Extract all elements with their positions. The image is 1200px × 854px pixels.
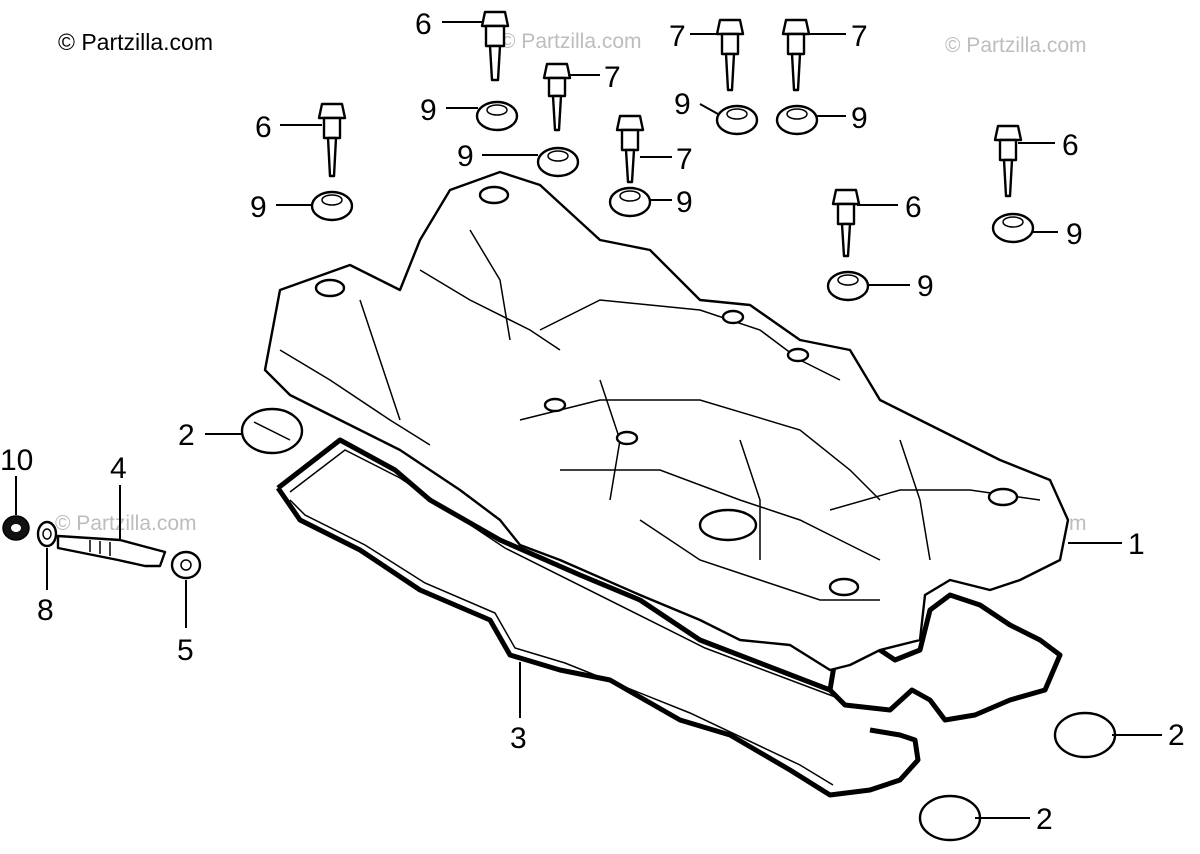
washer-8 [36, 520, 58, 548]
watermark-left: © Partzilla.com [55, 512, 197, 535]
plug-left [240, 407, 304, 455]
callout-6-mid: 6 [905, 191, 922, 224]
callout-9-b: 9 [457, 140, 474, 173]
callout-9-h: 9 [917, 270, 934, 303]
callout-5: 5 [177, 634, 194, 667]
callout-4: 4 [110, 452, 127, 485]
leader-lines [15, 21, 1162, 819]
callout-3: 3 [510, 722, 527, 755]
head-cover-gasket [275, 437, 1063, 798]
callout-9-f: 9 [676, 186, 693, 219]
callout-8: 8 [37, 594, 54, 627]
callout-9-a: 9 [420, 94, 437, 127]
bolt-7-d [615, 114, 645, 184]
washer-9-h [826, 270, 870, 302]
washer-9-b [536, 146, 580, 178]
callout-labels: 1 2 2 2 3 4 5 8 10 6 6 6 6 7 7 7 7 9 9 9… [0, 8, 1185, 836]
plug-bottom [918, 794, 982, 842]
bolt-7-b [715, 18, 745, 92]
washer-9-c [715, 104, 759, 136]
callout-10: 10 [0, 444, 33, 477]
washer-9-f [608, 186, 652, 218]
watermark-top-right: © Partzilla.com [945, 34, 1087, 57]
washer-9-a [475, 100, 519, 132]
nut-10 [2, 515, 30, 541]
watermark-top-center: © Partzilla.com [500, 30, 642, 53]
washer-9-d [775, 104, 819, 136]
callout-2-left: 2 [178, 419, 195, 452]
callout-6-top: 6 [415, 8, 432, 41]
watermark-main: © Partzilla.com [58, 29, 213, 55]
callout-9-d: 9 [851, 102, 868, 135]
cylinder-head-cover [263, 170, 1070, 672]
callout-1: 1 [1128, 528, 1145, 561]
callout-2-right: 2 [1168, 719, 1185, 752]
bolt-6-a [480, 10, 510, 82]
plug-right [1053, 711, 1117, 759]
washer-9-e [310, 190, 354, 222]
callout-2-bottom: 2 [1036, 803, 1053, 836]
bolt-6-b [317, 102, 347, 178]
bolt-7-c [781, 18, 811, 92]
bolt-7-a [542, 62, 572, 132]
callout-9-e: 9 [250, 191, 267, 224]
callout-9-g: 9 [1066, 218, 1083, 251]
callout-7-c: 7 [851, 20, 868, 53]
callout-6-left: 6 [255, 111, 272, 144]
callout-7-a: 7 [604, 61, 621, 94]
bolt-6-c [993, 124, 1023, 198]
stud-4 [56, 534, 167, 568]
callout-7-b: 7 [669, 20, 686, 53]
callout-9-c: 9 [674, 88, 691, 121]
bolt-6-d [831, 188, 861, 258]
callout-6-right: 6 [1062, 129, 1079, 162]
washer-9-g [991, 212, 1035, 244]
nut-5 [170, 550, 202, 580]
callout-7-d: 7 [676, 143, 693, 176]
